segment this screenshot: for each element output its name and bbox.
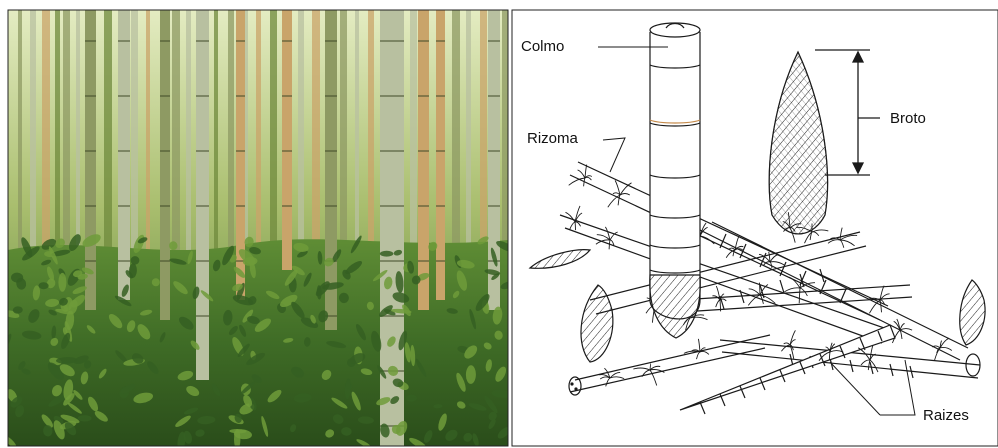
bamboo-node [118,95,130,97]
bamboo-node [418,40,429,42]
bamboo-node [236,40,245,42]
bamboo-stalk [131,10,138,270]
bamboo-stalk [452,10,460,270]
bamboo-node [282,205,292,207]
bamboo-node [488,205,500,207]
bamboo-stalk [502,10,508,270]
undergrowth-leaf [380,251,394,257]
bamboo-node [436,260,445,262]
root-hair [760,283,761,295]
bamboo-node [380,205,404,207]
bamboo-node [196,40,209,42]
bamboo-node [418,150,429,152]
bamboo-node [488,150,500,152]
undergrowth-leaf [58,273,66,292]
bamboo-stalk [160,10,170,320]
bamboo-stalk [118,10,130,300]
bamboo-node [196,95,209,97]
bamboo-stalk [270,10,277,270]
bamboo-stalk [340,10,347,270]
bamboo-node [118,150,130,152]
bamboo-forest-photo [2,10,515,448]
bamboo-node [488,40,500,42]
bamboo-stalk [436,10,445,300]
bamboo-stalk [256,10,261,270]
bamboo-node [118,205,130,207]
bamboo-stalk [298,10,304,270]
bamboo-stalk [488,10,500,310]
bamboo-stalk [104,10,112,270]
label-broto: Broto [890,110,926,127]
bamboo-anatomy-diagram [512,10,998,446]
bamboo-stalk [418,10,429,310]
label-rizoma: Rizoma [527,130,579,147]
bamboo-node [85,260,96,262]
bamboo-node [436,95,445,97]
culm [650,23,700,338]
bamboo-stalk [76,10,80,270]
bamboo-node [488,95,500,97]
bamboo-node [118,40,130,42]
bamboo-stalk [63,10,70,270]
bamboo-node [196,150,209,152]
bamboo-node [85,150,96,152]
root-hair [575,222,576,230]
bamboo-node [236,95,245,97]
bamboo-stalk [214,10,218,270]
bamboo-node [85,205,96,207]
bamboo-node [325,205,337,207]
bamboo-node [325,150,337,152]
bamboo-node [236,150,245,152]
bamboo-node [196,205,209,207]
bamboo-node [282,95,292,97]
bamboo-stalk [312,10,320,270]
bamboo-node [85,95,96,97]
bamboo-stalk [55,10,60,270]
bamboo-node [418,260,429,262]
bamboo-stalk [186,10,191,270]
bamboo-node [160,40,170,42]
bamboo-node [436,40,445,42]
bamboo-stalk [85,10,96,310]
bamboo-stalk [18,10,22,270]
bamboo-node [380,40,404,42]
root-hair [720,300,721,311]
bamboo-node [160,205,170,207]
bamboo-node [160,95,170,97]
bamboo-node [418,205,429,207]
bamboo-node [380,260,404,262]
bamboo-stalk [282,10,292,270]
bamboo-stalk [228,10,234,270]
bamboo-node [436,150,445,152]
bamboo-stalk [42,10,50,270]
bamboo-stalk [355,10,359,270]
bamboo-stalk [368,10,374,270]
bamboo-node [418,95,429,97]
bamboo-node [160,260,170,262]
bamboo-stalk [480,10,487,270]
bamboo-node [196,260,209,262]
bamboo-node [325,40,337,42]
bamboo-node [325,95,337,97]
bamboo-node [236,205,245,207]
bamboo-node [282,150,292,152]
label-raizes: Raizes [923,407,969,424]
label-colmo: Colmo [521,38,564,55]
bamboo-stalk [466,10,471,270]
bamboo-node [196,315,209,317]
bamboo-node [160,150,170,152]
bamboo-node [118,260,130,262]
bamboo-node [282,40,292,42]
bamboo-stalk [172,10,180,270]
bamboo-stalk [410,10,417,270]
bamboo-node [380,150,404,152]
bamboo-stalk [146,10,150,270]
bamboo-node [380,95,404,97]
bamboo-stalk [196,10,209,380]
bamboo-node [85,40,96,42]
bamboo-stalk [30,10,36,270]
bamboo-node [436,205,445,207]
